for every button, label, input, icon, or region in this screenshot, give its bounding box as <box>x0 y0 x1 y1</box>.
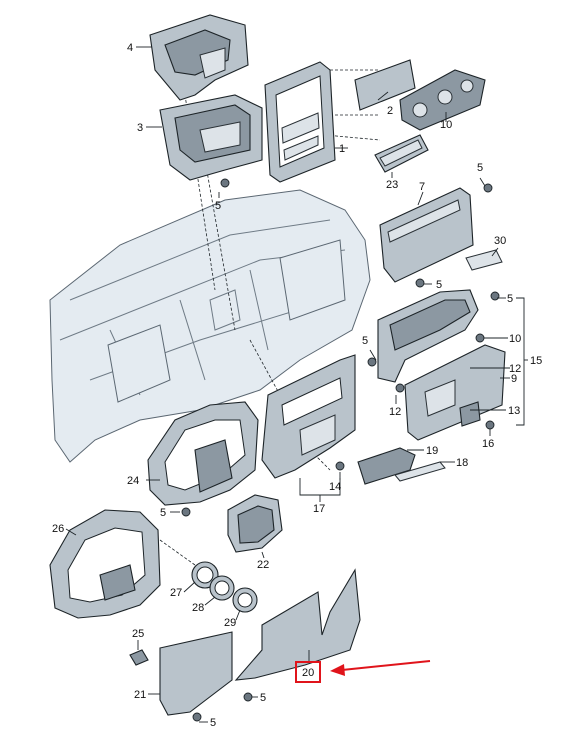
highlight-marker <box>295 660 431 683</box>
label-part-5-mid: 5 <box>436 279 442 291</box>
part-29-ring <box>232 587 258 613</box>
label-part-21: 21 <box>134 689 146 701</box>
part-7-lid <box>379 187 474 283</box>
label-part-3: 3 <box>137 122 143 134</box>
highlight-arrowhead <box>330 664 345 676</box>
screws <box>181 178 500 722</box>
label-part-5-top-right: 5 <box>477 162 483 174</box>
label-part-10-bottom: 10 <box>509 333 521 345</box>
part-24-cluster-bezel <box>147 401 259 506</box>
part-3-lower-bracket <box>159 94 263 181</box>
label-part-5-bottom: 5 <box>210 717 216 729</box>
label-part-25: 25 <box>132 628 144 640</box>
label-part-5-cluster: 5 <box>160 507 166 519</box>
part-18-mat <box>394 461 446 482</box>
part-26-lower-bezel <box>49 509 161 619</box>
part-4-upper-bracket <box>149 14 249 101</box>
label-part-5-top-left: 5 <box>215 200 221 212</box>
label-part-12-right: 12 <box>509 363 521 375</box>
label-part-19: 19 <box>426 445 438 457</box>
label-part-28: 28 <box>192 602 204 614</box>
label-part-18: 18 <box>456 457 468 469</box>
part-9-glovebox-door <box>404 344 506 441</box>
label-part-5-right: 5 <box>507 293 513 305</box>
label-part-1: 1 <box>339 143 345 155</box>
label-part-12-left: 12 <box>389 406 401 418</box>
part-10-control-unit <box>399 69 486 131</box>
label-part-17: 17 <box>313 503 325 515</box>
part-28-ring <box>209 575 235 601</box>
label-part-10-top: 10 <box>440 119 452 131</box>
label-part-23: 23 <box>386 179 398 191</box>
label-part-22: 22 <box>257 559 269 571</box>
label-part-16: 16 <box>482 438 494 450</box>
part-17-center-panel <box>261 354 356 479</box>
leader-lines <box>65 46 528 723</box>
part-1-frame <box>264 61 336 183</box>
part-20-lower-cover <box>234 568 361 681</box>
label-part-13: 13 <box>508 405 520 417</box>
label-part-26: 26 <box>52 523 64 535</box>
label-part-24: 24 <box>127 475 139 487</box>
part-labels: 4 3 1 2 10 23 5 5 7 30 5 5 5 10 12 9 15 … <box>52 42 542 729</box>
part-23-tray <box>374 134 429 173</box>
label-part-27: 27 <box>170 587 182 599</box>
label-part-5-lower: 5 <box>260 692 266 704</box>
label-part-4: 4 <box>127 42 133 54</box>
label-part-14: 14 <box>329 481 341 493</box>
part-2-panel <box>354 59 416 111</box>
label-part-15: 15 <box>530 355 542 367</box>
dashboard-outline <box>49 189 371 463</box>
part-12-glovebox-shell <box>377 289 479 383</box>
highlight-box <box>295 661 321 683</box>
part-21-lower-cover <box>159 631 233 716</box>
label-part-30: 30 <box>494 235 506 247</box>
part-25-clip <box>129 649 149 666</box>
part-30-clip <box>465 249 503 271</box>
part-19-tray <box>357 447 416 485</box>
label-part-29: 29 <box>224 617 236 629</box>
part-22-bezel-small <box>227 494 283 553</box>
highlight-arrow <box>341 660 431 671</box>
label-part-20: 20 <box>302 667 314 679</box>
label-part-2: 2 <box>387 105 393 117</box>
label-part-9: 9 <box>511 373 517 385</box>
part-13-latch <box>459 401 481 427</box>
label-part-5-center: 5 <box>362 335 368 347</box>
label-part-7: 7 <box>419 181 425 193</box>
